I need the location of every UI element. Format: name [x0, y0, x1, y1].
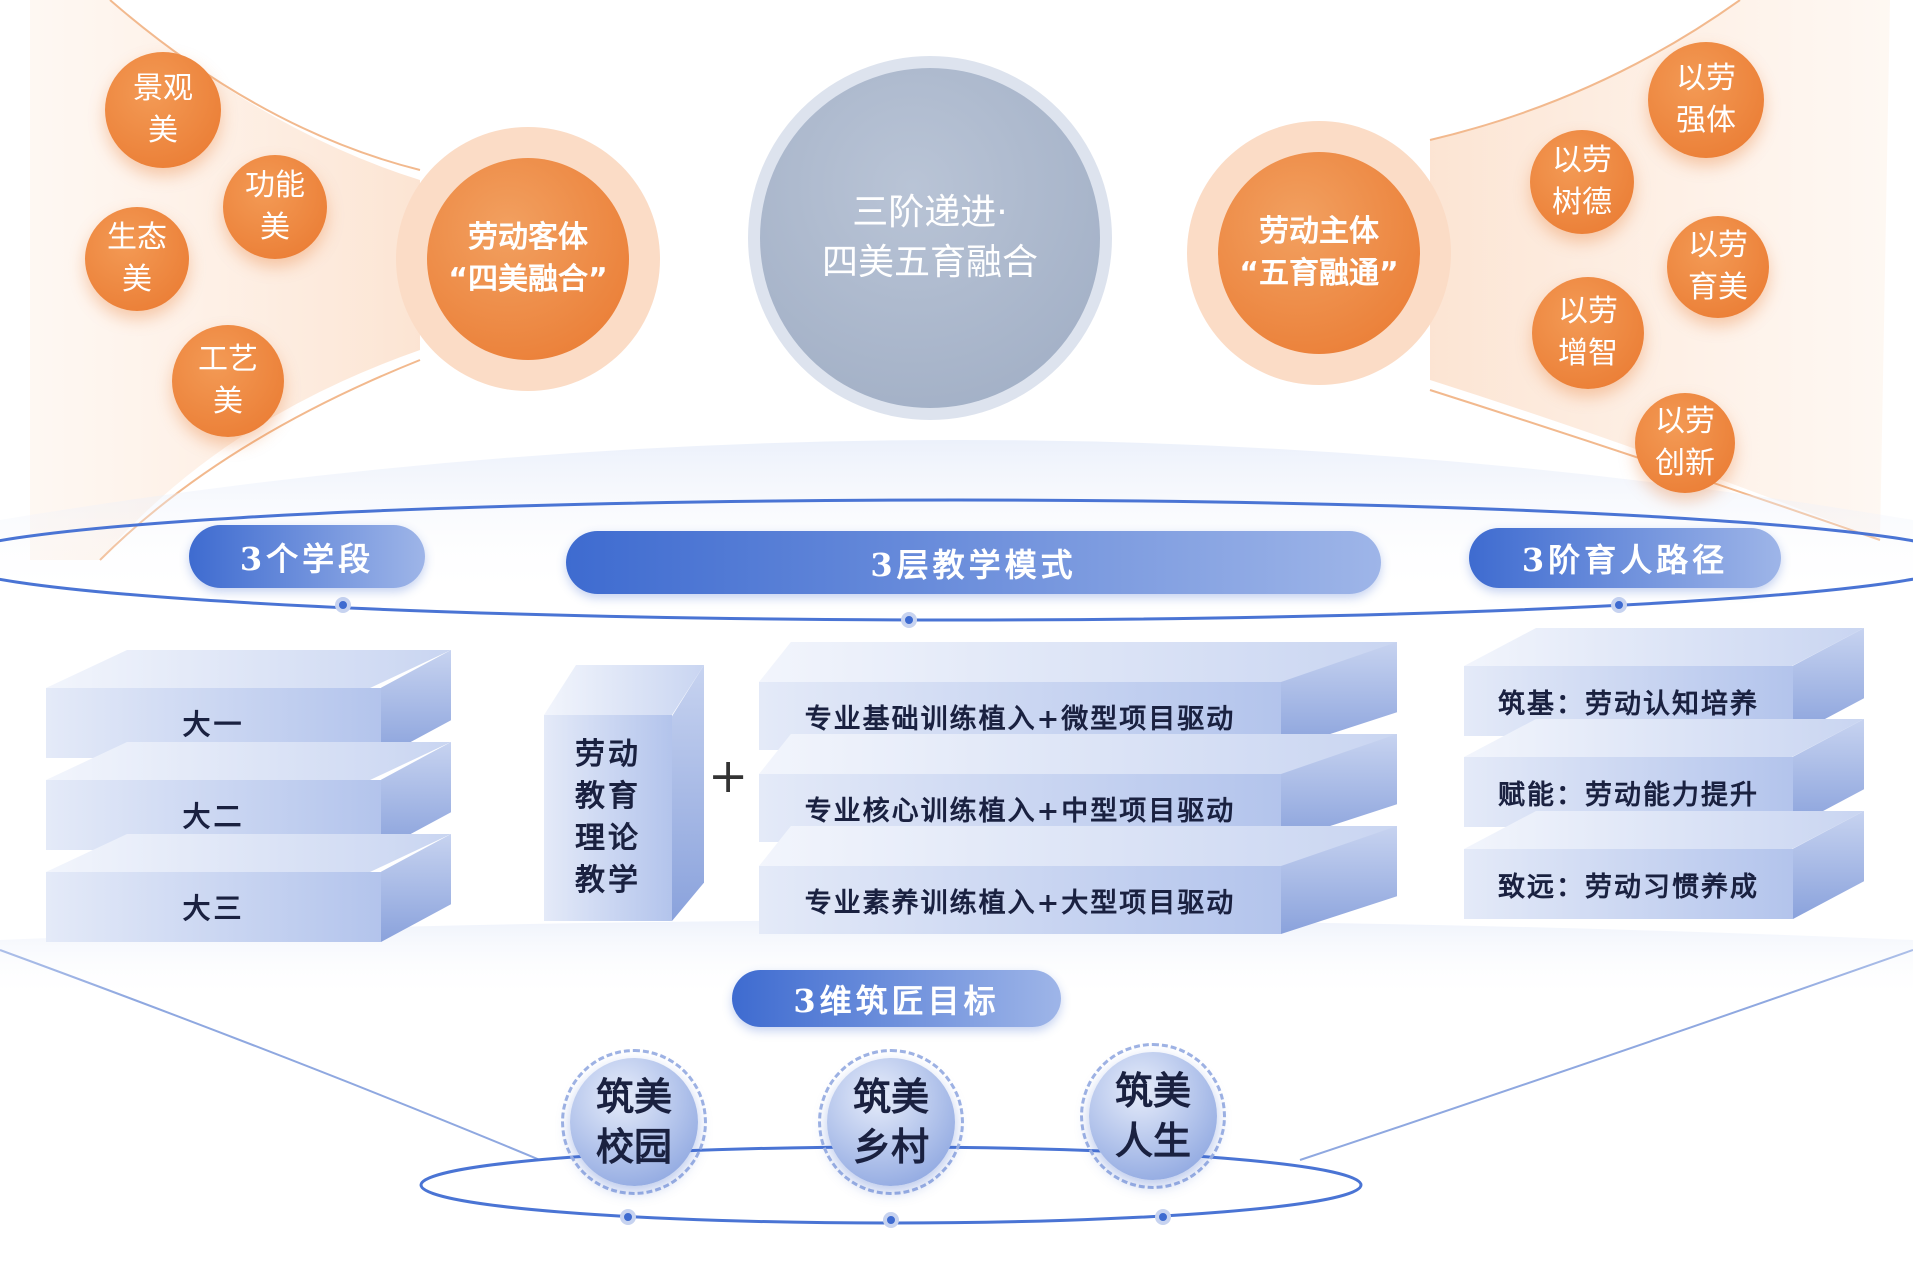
item-innovate: 以劳 创新 — [1635, 393, 1735, 493]
connector-dot — [1155, 1209, 1171, 1225]
connector-dot — [335, 597, 351, 613]
paths-pill: 3阶育人路径 — [1469, 528, 1781, 588]
labor-object-circle: 劳动客体 “四美融合” — [396, 127, 660, 391]
goal-label: 筑美 人生 — [1089, 1052, 1217, 1180]
theory-label: 劳动 教育 理论 教学 — [544, 715, 672, 921]
theory-block: 劳动 教育 理论 教学 — [544, 665, 704, 921]
plus-sign: + — [708, 748, 749, 804]
core-title: 三阶递进· 四美五育融合 — [760, 68, 1100, 408]
goal-label: 筑美 校园 — [570, 1058, 698, 1186]
item-landscape-beauty: 景观 美 — [105, 52, 221, 168]
item-nurture-beauty: 以劳 育美 — [1667, 216, 1769, 318]
connector-dot — [1611, 597, 1627, 613]
item-function-beauty: 功能 美 — [223, 155, 327, 259]
connector-dot — [883, 1212, 899, 1228]
connector-dot — [901, 612, 917, 628]
goals-pill: 3维筑匠目标 — [732, 970, 1061, 1027]
connector-dot — [620, 1209, 636, 1225]
goal-circle: 筑美 人生 — [1080, 1043, 1226, 1189]
labor-subject-circle: 劳动主体 “五育融通” — [1187, 121, 1451, 385]
item-ecology-beauty: 生态 美 — [85, 207, 189, 311]
mode-block: 专业素养训练植入+大型项目驱动 — [759, 826, 1397, 934]
stages-pill: 3个学段 — [189, 525, 425, 588]
stage-block: 大三 — [46, 834, 451, 942]
goal-label: 筑美 乡村 — [827, 1058, 955, 1186]
modes-pill: 3层教学模式 — [566, 531, 1381, 594]
path-block: 筑基：劳动认知培养 — [1464, 628, 1864, 736]
labor-object-label: 劳动客体 “四美融合” — [427, 158, 629, 360]
labor-subject-label: 劳动主体 “五育融通” — [1218, 152, 1420, 354]
mode-label: 专业素养训练植入+大型项目驱动 — [759, 866, 1281, 934]
goal-circle: 筑美 乡村 — [818, 1049, 964, 1195]
item-strengthen-body: 以劳 强体 — [1648, 42, 1764, 158]
goal-circle: 筑美 校园 — [561, 1049, 707, 1195]
item-craft-beauty: 工艺 美 — [172, 325, 284, 437]
item-cultivate-virtue: 以劳 树德 — [1530, 130, 1634, 234]
stage-label: 大三 — [46, 872, 381, 942]
item-increase-wisdom: 以劳 增智 — [1532, 277, 1644, 389]
path-label: 致远：劳动习惯养成 — [1464, 849, 1793, 919]
core-circle: 三阶递进· 四美五育融合 — [748, 56, 1112, 420]
path-block: 致远：劳动习惯养成 — [1464, 811, 1864, 919]
